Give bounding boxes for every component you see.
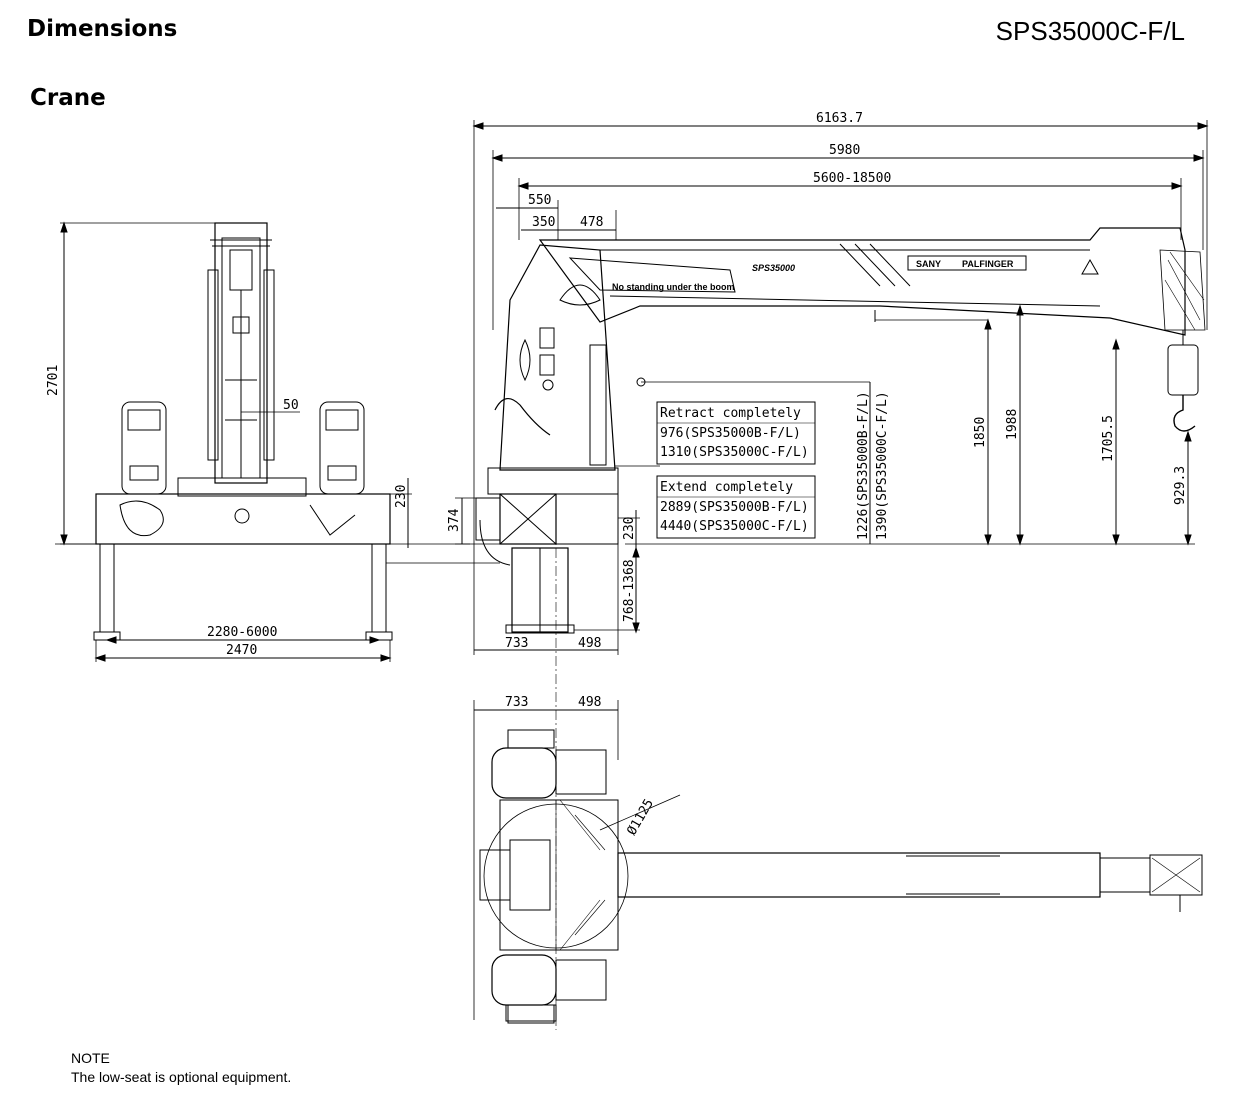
side-boom-reach: 5600-18500 [813,171,891,186]
front-height-label: 2701 [46,365,61,396]
side-dim-550: 550 [528,193,551,208]
side-dim-374: 374 [447,508,462,532]
boom-warning-text: No standing under the boom [612,282,735,292]
brand-palfinger: PALFINGER [962,259,1014,269]
extend-c-value: 4440(SPS35000C-F/L) [660,519,809,534]
side-length-5980: 5980 [829,143,860,158]
note-heading: NOTE [71,1050,110,1066]
extend-label: Extend completely [660,480,793,495]
height-1850: 1850 [973,417,988,448]
height-929: 929.3 [1173,466,1188,505]
side-dim-478: 478 [580,215,603,230]
side-view: 6163.7 5980 5600-18500 550 350 478 SANY … [447,111,1209,1030]
side-base-498: 498 [578,636,601,651]
side-dim-230: 230 [622,517,637,540]
side-overall-length: 6163.7 [816,111,863,126]
page-title: Dimensions [27,16,178,42]
side-base-733: 733 [505,636,528,651]
front-width: 2470 [226,643,257,658]
front-dim-50: 50 [283,398,299,413]
height-c-value: 1390(SPS35000C-F/L) [875,391,890,540]
model-number: SPS35000C-F/L [995,16,1185,46]
retract-label: Retract completely [660,406,801,421]
extend-b-value: 2889(SPS35000B-F/L) [660,500,809,515]
height-b-value: 1226(SPS35000B-F/L) [856,391,871,540]
height-1988: 1988 [1005,409,1020,440]
note-block: NOTE The low-seat is optional equipment. [71,1049,291,1087]
front-view: 2701 50 [46,221,500,662]
front-outrigger-span: 2280-6000 [207,625,277,640]
retract-c-value: 1310(SPS35000C-F/L) [660,445,809,460]
top-dim-498: 498 [578,695,601,710]
section-subtitle: Crane [30,85,106,111]
front-dim-230: 230 [394,485,409,508]
brand-sany: SANY [916,259,941,269]
boom-model-lettering: SPS35000 [752,263,795,273]
retract-b-value: 976(SPS35000B-F/L) [660,426,801,441]
top-view: 733 498 Ø1125 [473,695,1203,1024]
side-dim-350: 350 [532,215,555,230]
height-1705: 1705.5 [1101,415,1116,462]
side-leg-range: 768-1368 [622,559,637,622]
note-text: The low-seat is optional equipment. [71,1069,292,1085]
top-dim-733: 733 [505,695,528,710]
